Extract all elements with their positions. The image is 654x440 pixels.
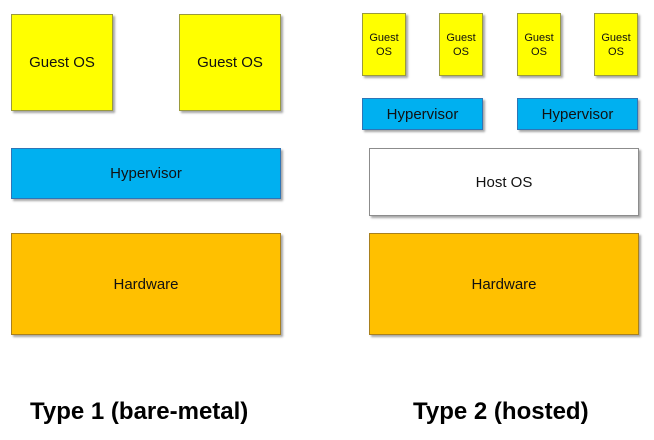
type1-guest-os-left: Guest OS — [11, 14, 113, 111]
type2-guest-os-1: Guest OS — [362, 13, 406, 76]
type1-guest-os-left-label: Guest OS — [29, 54, 95, 71]
type1-hypervisor-label: Hypervisor — [110, 165, 182, 182]
type1-guest-os-right-label: Guest OS — [197, 54, 263, 71]
type2-guest-os-4-label: Guest OS — [601, 31, 631, 58]
type1-hardware-label: Hardware — [113, 275, 179, 293]
type2-guest-os-1-label: Guest OS — [369, 31, 399, 58]
type1-hardware: Hardware — [11, 233, 281, 335]
type2-guest-os-2-label: Guest OS — [446, 31, 476, 58]
type2-caption: Type 2 (hosted) — [413, 398, 589, 425]
type2-guest-os-3: Guest OS — [517, 13, 561, 76]
type2-hypervisor-left-label: Hypervisor — [386, 105, 459, 123]
type2-hypervisor-right-label: Hypervisor — [541, 105, 614, 123]
type2-guest-os-4: Guest OS — [594, 13, 638, 76]
type2-guest-os-2: Guest OS — [439, 13, 483, 76]
type2-host-os: Host OS — [369, 148, 639, 216]
type1-caption: Type 1 (bare-metal) — [30, 398, 249, 425]
type2-hypervisor-left: Hypervisor — [362, 98, 483, 130]
type2-hypervisor-right: Hypervisor — [517, 98, 638, 130]
type1-guest-os-right: Guest OS — [179, 14, 281, 111]
type2-hardware-label: Hardware — [471, 275, 537, 293]
type2-host-os-label: Host OS — [475, 173, 533, 191]
type1-hypervisor: Hypervisor — [11, 148, 281, 199]
type2-hardware: Hardware — [369, 233, 639, 335]
type2-guest-os-3-label: Guest OS — [524, 31, 554, 58]
